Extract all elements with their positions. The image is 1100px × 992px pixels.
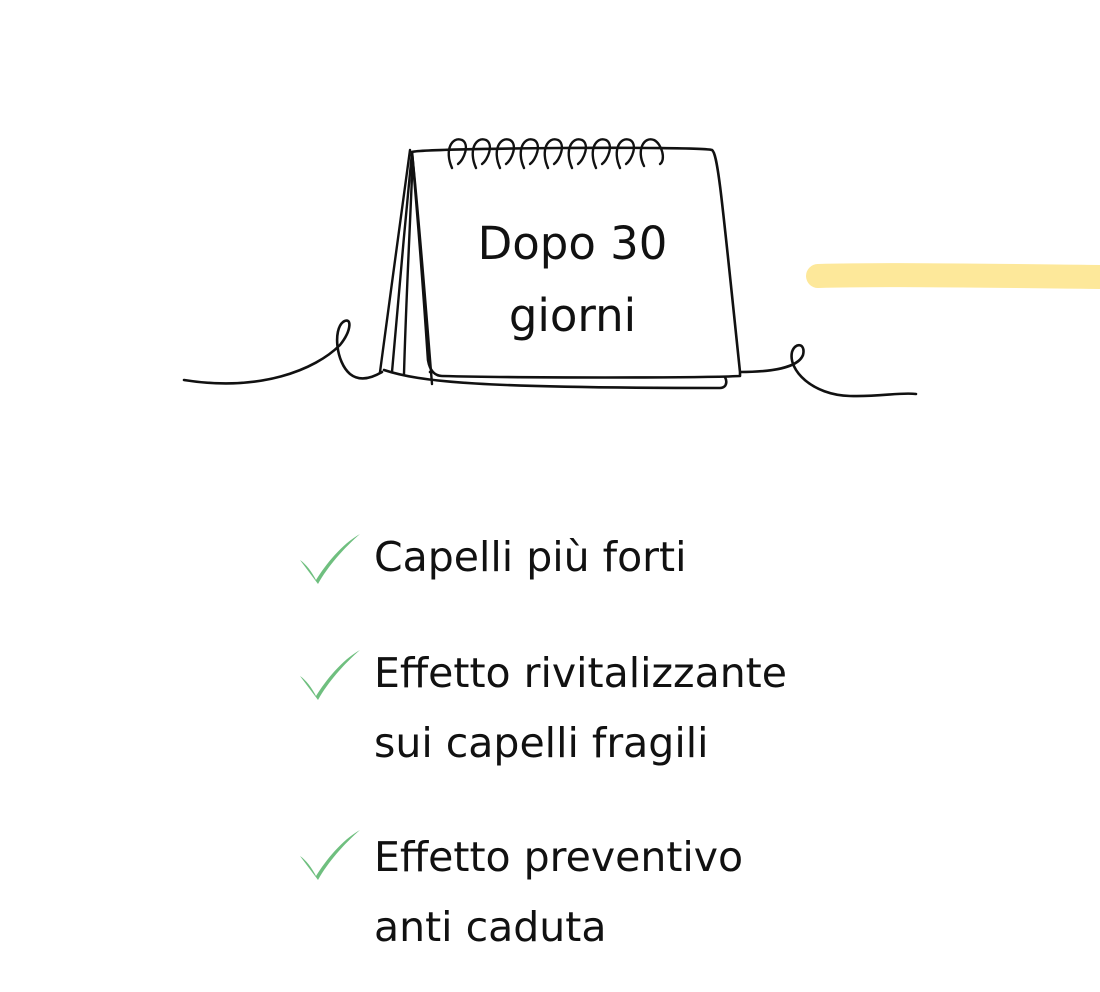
calendar-front-page bbox=[410, 146, 742, 379]
calendar-base bbox=[382, 368, 728, 390]
calendar-label: Dopo 30 giorni bbox=[440, 208, 705, 352]
calendar-spiral bbox=[447, 138, 665, 170]
benefit-text: Effetto preventivo anti caduta bbox=[374, 822, 743, 962]
check-mark-icon bbox=[300, 534, 360, 584]
ground-line-right bbox=[738, 343, 918, 398]
benefit-line: sui capelli fragili bbox=[374, 719, 709, 767]
benefit-text: Effetto rivitalizzante sui capelli fragi… bbox=[374, 638, 787, 778]
calendar-label-line1: Dopo 30 bbox=[477, 217, 668, 270]
benefit-text: Capelli più forti bbox=[374, 522, 687, 592]
calendar-illustration bbox=[182, 138, 1100, 398]
highlight-stroke bbox=[806, 263, 1100, 289]
calendar-page-layer bbox=[390, 150, 414, 374]
calendar-page-layer bbox=[402, 150, 415, 376]
benefit-line: Effetto preventivo bbox=[374, 833, 744, 881]
benefit-line: Effetto rivitalizzante bbox=[374, 649, 787, 697]
calendar-label-line2: giorni bbox=[508, 289, 637, 342]
check-mark-icon bbox=[300, 830, 360, 880]
calendar-page-layer bbox=[378, 148, 412, 374]
check-mark-icon bbox=[300, 650, 360, 700]
ground-line bbox=[182, 319, 384, 385]
calendar-page-fold bbox=[410, 150, 434, 386]
benefit-line: anti caduta bbox=[374, 903, 607, 951]
benefit-line: Capelli più forti bbox=[374, 533, 687, 581]
